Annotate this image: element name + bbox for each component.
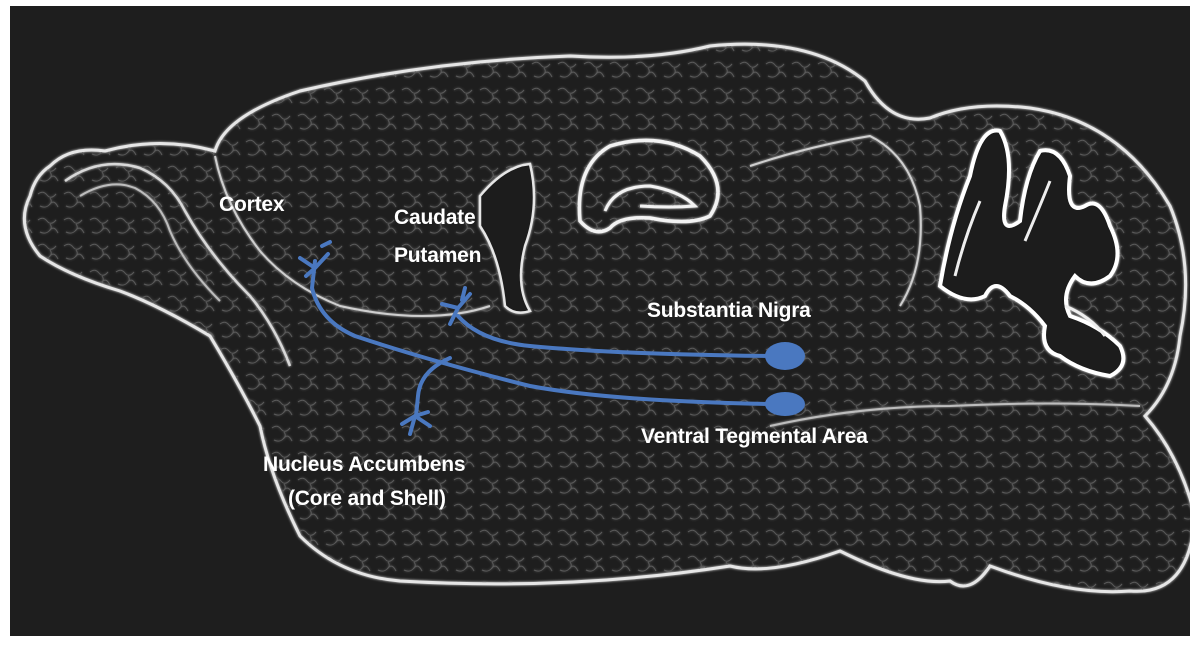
label-caudate-line1: Caudate [394, 205, 475, 231]
brain-outline [24, 44, 1190, 592]
label-nacc-line1: Nucleus Accumbens [263, 452, 465, 478]
label-nacc-line2: (Core and Shell) [288, 486, 446, 512]
brain-silhouette [24, 44, 1190, 592]
label-substantia-nigra: Substantia Nigra [647, 298, 811, 324]
label-vta: Ventral Tegmental Area [641, 424, 868, 450]
vta-soma [765, 392, 805, 416]
brain-diagram [10, 6, 1190, 636]
label-caudate-line2: Putamen [394, 243, 481, 269]
label-cortex: Cortex [219, 192, 284, 218]
substantia-nigra-soma [765, 342, 805, 370]
brain-sagittal-figure: Cortex Caudate Putamen Substantia Nigra … [10, 6, 1190, 636]
